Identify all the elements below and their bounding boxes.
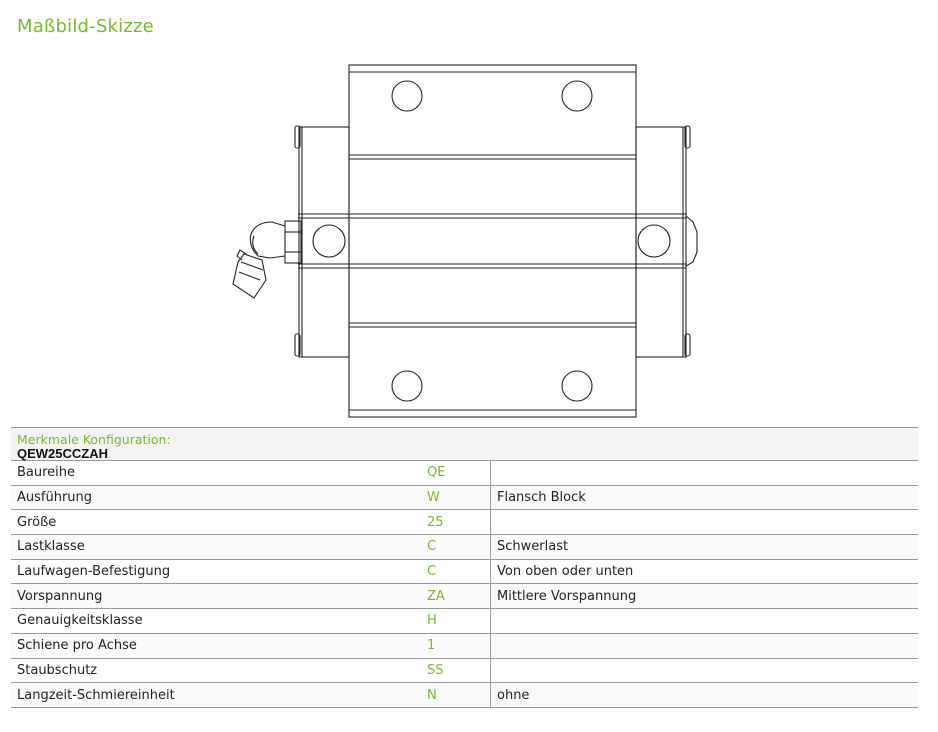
attribute-description: Flansch Block [490, 485, 918, 511]
attribute-name: Ausführung [11, 485, 421, 511]
attribute-value: N [421, 682, 491, 708]
attribute-description: ohne [490, 682, 918, 708]
attribute-description: Mittlere Vorspannung [490, 583, 918, 610]
grease-nipple-icon [232, 220, 302, 299]
attribute-name: Genauigkeitsklasse [11, 608, 421, 634]
mount-hole [391, 80, 423, 112]
mount-hole [561, 80, 593, 112]
attribute-description [490, 608, 918, 634]
attribute-name: Vorspannung [11, 583, 421, 610]
attribute-value: 1 [421, 633, 491, 659]
attribute-description: Schwerlast [490, 534, 918, 560]
attribute-value: H [421, 608, 491, 634]
rail-hole [637, 224, 671, 258]
attribute-name: Staubschutz [11, 658, 421, 684]
mount-hole [391, 370, 423, 402]
attribute-description [490, 633, 918, 659]
configuration-panel: Merkmale Konfiguration: QEW25CCZAH Baure… [11, 427, 918, 708]
attribute-value: W [421, 485, 491, 511]
attribute-description [490, 658, 918, 684]
attribute-description [490, 509, 918, 536]
rail-hole [312, 224, 346, 258]
attribute-name: Lastklasse [11, 534, 421, 560]
attribute-value: C [421, 559, 491, 585]
block-body [348, 64, 637, 418]
end-cap-left [298, 126, 350, 358]
attribute-value: SS [421, 658, 491, 684]
attribute-description [490, 461, 918, 486]
attribute-name: Schiene pro Achse [11, 633, 421, 659]
technical-drawing [232, 64, 698, 418]
mount-hole [561, 370, 593, 402]
configuration-code: QEW25CCZAH [17, 446, 109, 461]
attribute-value: 25 [421, 509, 491, 536]
attribute-value: QE [421, 461, 491, 486]
end-cap-right [635, 126, 687, 358]
attribute-name: Langzeit-Schmiereinheit [11, 682, 421, 708]
page-title: Maßbild-Skizze [17, 16, 154, 37]
configuration-header: Merkmale Konfiguration: QEW25CCZAH [11, 427, 918, 461]
attribute-value: C [421, 534, 491, 560]
attribute-name: Baureihe [11, 461, 421, 486]
attribute-value: ZA [421, 583, 491, 610]
attribute-name: Laufwagen-Befestigung [11, 559, 421, 585]
attribute-name: Größe [11, 509, 421, 536]
configuration-label: Merkmale Konfiguration: [17, 432, 171, 447]
attribute-description: Von oben oder unten [490, 559, 918, 585]
